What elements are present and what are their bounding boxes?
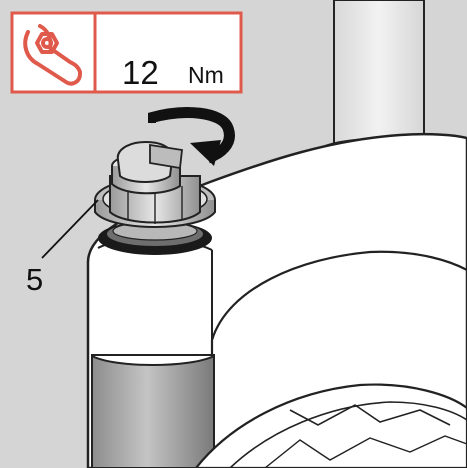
clockwise-arrow-icon — [148, 107, 235, 166]
callout-leader-line — [41, 199, 99, 259]
wrench-on-bolt-icon — [23, 24, 82, 86]
tire — [194, 383, 467, 468]
callout-number: 5 — [26, 262, 44, 297]
fork-stanchion — [91, 354, 215, 468]
torque-unit: Nm — [188, 62, 224, 88]
top-cap — [94, 140, 216, 255]
torque-value: 12 — [122, 54, 159, 91]
